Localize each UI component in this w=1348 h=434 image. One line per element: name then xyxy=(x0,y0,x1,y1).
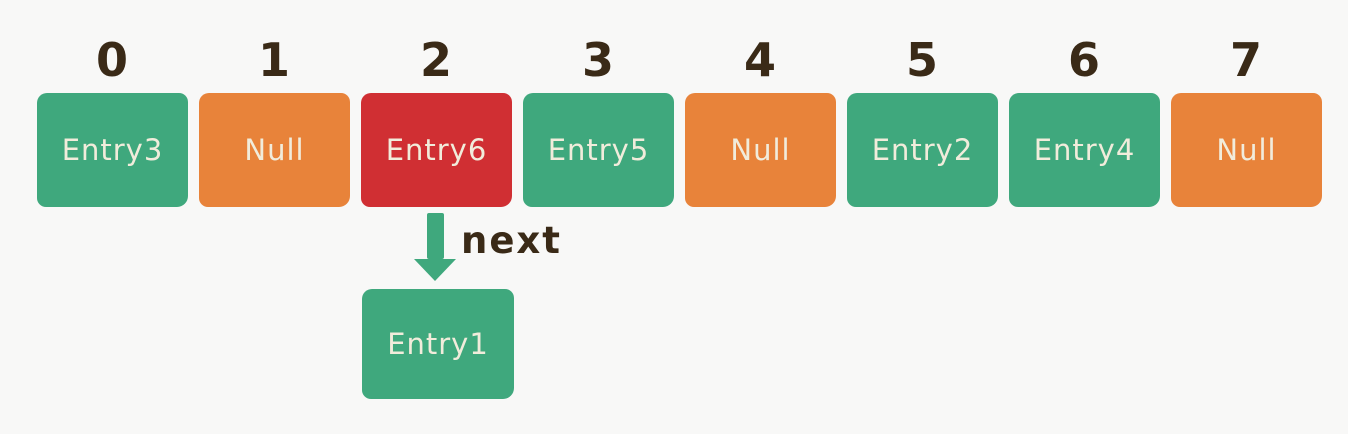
chained-node-label: Entry1 xyxy=(387,327,489,361)
array-slot: 3 Entry5 xyxy=(523,32,674,207)
next-pointer-label: next xyxy=(461,219,562,262)
slot-label: Entry6 xyxy=(385,133,488,167)
array-slot: 1 Null xyxy=(199,32,350,207)
slot-box: Null xyxy=(1171,93,1322,207)
array-slot: 2 Entry6 xyxy=(361,32,512,207)
slot-label: Null xyxy=(730,133,791,167)
slot-label: Null xyxy=(1216,133,1277,167)
array-slot: 5 Entry2 xyxy=(847,32,998,207)
slot-index: 0 xyxy=(95,33,129,87)
slot-index: 6 xyxy=(1067,33,1101,87)
slot-index: 3 xyxy=(581,33,615,87)
array-slot: 4 Null xyxy=(685,32,836,207)
slot-box: Null xyxy=(685,93,836,207)
slot-box: Null xyxy=(199,93,350,207)
slot-label: Entry2 xyxy=(871,133,974,167)
slot-label: Null xyxy=(244,133,305,167)
slot-index: 4 xyxy=(743,33,777,87)
array-slot: 0 Entry3 xyxy=(37,32,188,207)
slot-box: Entry2 xyxy=(847,93,998,207)
slot-box: Entry4 xyxy=(1009,93,1160,207)
arrow-down-icon xyxy=(414,213,456,281)
slot-index: 5 xyxy=(905,33,939,87)
slot-index: 7 xyxy=(1229,33,1263,87)
slot-box: Entry5 xyxy=(523,93,674,207)
slot-box: Entry3 xyxy=(37,93,188,207)
slot-label: Entry4 xyxy=(1033,133,1136,167)
slot-label: Entry3 xyxy=(61,133,164,167)
array-row: 0 Entry3 1 Null 2 Entry6 3 Entry5 4 xyxy=(37,32,1322,207)
arrow-stem xyxy=(426,213,444,259)
slot-index: 1 xyxy=(257,33,291,87)
slot-box: Entry6 xyxy=(361,93,512,207)
array-slot: 7 Null xyxy=(1171,32,1322,207)
chained-node-box: Entry1 xyxy=(362,289,514,399)
slot-label: Entry5 xyxy=(547,133,650,167)
array-slot: 6 Entry4 xyxy=(1009,32,1160,207)
arrow-head xyxy=(414,259,456,281)
slot-index: 2 xyxy=(419,33,453,87)
